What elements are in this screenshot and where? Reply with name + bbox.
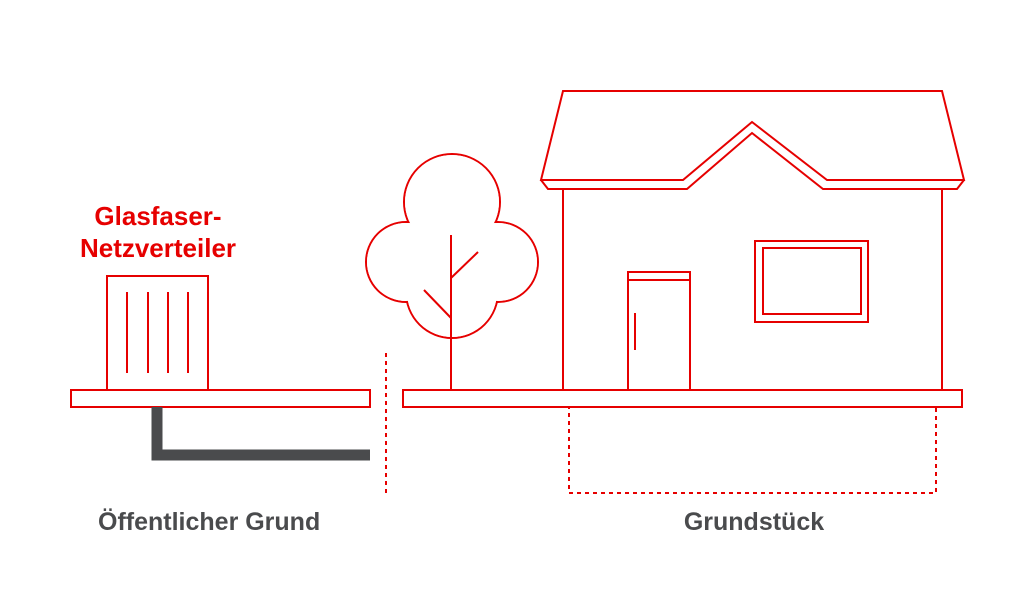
house [539,90,966,391]
tree [365,153,539,390]
property-label: Grundstück [683,508,825,536]
fiber-cable [151,407,370,461]
public-ground-label: Öffentlicher Grund [98,508,321,536]
distributor-label-line1: Glasfaser- [94,201,222,231]
fiber-distribution-cabinet [106,275,209,391]
distributor-label-line2: Netzverteiler [79,233,237,263]
door [627,271,691,391]
property-ground-slab [402,389,963,408]
property-underground-area [568,406,937,494]
distributor-label: Glasfaser- Netzverteiler [58,200,258,264]
public-ground-slab [70,389,371,408]
window [754,240,869,323]
